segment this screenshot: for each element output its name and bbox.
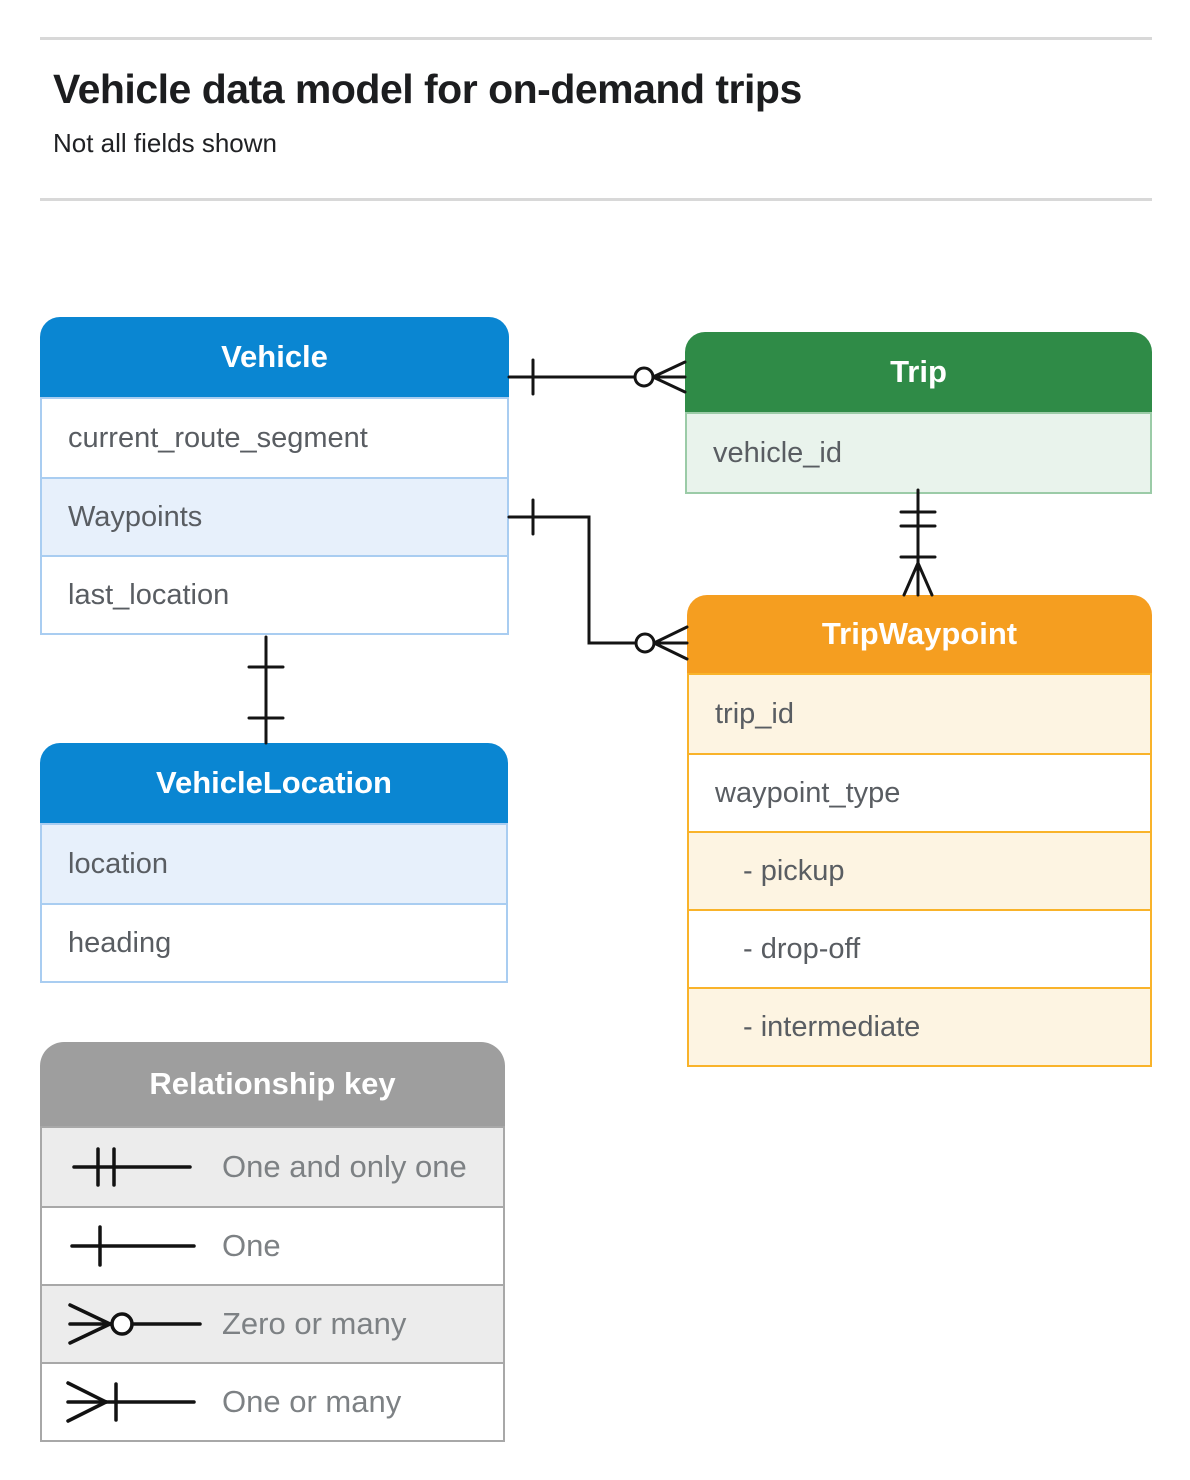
- relationship-key-header: Relationship key: [40, 1042, 505, 1126]
- field-row: location: [42, 825, 506, 903]
- relationship-key: Relationship key One and only one One: [40, 1042, 505, 1442]
- trip-table-header: Trip: [685, 332, 1152, 412]
- one-icon: [70, 1225, 196, 1267]
- legend-label: One or many: [222, 1384, 402, 1419]
- field-row: Waypoints: [42, 477, 507, 555]
- trip-waypoint-table-title: TripWaypoint: [821, 616, 1018, 651]
- trip-table-title: Trip: [890, 354, 947, 389]
- field-row: - drop-off: [689, 909, 1150, 987]
- vehicle-location-table-header: VehicleLocation: [40, 743, 508, 823]
- vehicle-table-rows: current_route_segment Waypoints last_loc…: [40, 397, 509, 635]
- top-divider: [40, 37, 1152, 40]
- connector-waypoints-tripwaypoint: [507, 498, 689, 661]
- trip-table-rows: vehicle_id: [685, 412, 1152, 494]
- trip-waypoint-table-rows: trip_id waypoint_type - pickup - drop-of…: [687, 673, 1152, 1067]
- legend-row: One or many: [42, 1362, 503, 1440]
- vehicle-location-table-rows: location heading: [40, 823, 508, 983]
- page-subtitle: Not all fields shown: [53, 128, 277, 158]
- legend-label: One: [222, 1228, 281, 1263]
- field-row: vehicle_id: [687, 414, 1150, 492]
- vehicle-table-title: Vehicle: [221, 339, 328, 374]
- legend-label: Zero or many: [222, 1306, 407, 1341]
- connector-trip-tripwaypoint: [899, 488, 937, 597]
- relationship-key-title: Relationship key: [149, 1066, 396, 1101]
- one-and-only-one-icon: [72, 1147, 192, 1187]
- one-or-many-icon: [66, 1381, 196, 1423]
- vehicle-location-table-title: VehicleLocation: [155, 765, 392, 800]
- connector-lastlocation-vehiclelocation: [247, 635, 285, 745]
- vehicle-table-header: Vehicle: [40, 317, 509, 397]
- legend-label: One and only one: [222, 1149, 467, 1184]
- header-divider: [40, 198, 1152, 201]
- vehicle-location-table: VehicleLocation location heading: [40, 743, 508, 983]
- field-row: - intermediate: [689, 987, 1150, 1065]
- field-row: current_route_segment: [68, 421, 368, 454]
- field-row: heading: [42, 903, 506, 981]
- trip-waypoint-table-header: TripWaypoint: [687, 595, 1152, 673]
- field-row: trip_id: [689, 675, 1150, 753]
- relationship-key-rows: One and only one One Zer: [40, 1126, 505, 1442]
- zero-or-many-icon: [68, 1303, 202, 1345]
- legend-row: One: [42, 1206, 503, 1284]
- legend-row: One and only one: [42, 1128, 503, 1206]
- connector-vehicle-trip: [507, 358, 687, 396]
- vehicle-table: Vehicle current_route_segment Waypoints …: [40, 317, 509, 635]
- page-title: Vehicle data model for on-demand trips: [53, 66, 802, 112]
- trip-waypoint-table: TripWaypoint trip_id waypoint_type - pic…: [687, 595, 1152, 1067]
- trip-table: Trip vehicle_id: [685, 332, 1152, 494]
- field-row: - pickup: [689, 831, 1150, 909]
- field-row: waypoint_type: [689, 753, 1150, 831]
- field-row: last_location: [42, 555, 507, 633]
- legend-row: Zero or many: [42, 1284, 503, 1362]
